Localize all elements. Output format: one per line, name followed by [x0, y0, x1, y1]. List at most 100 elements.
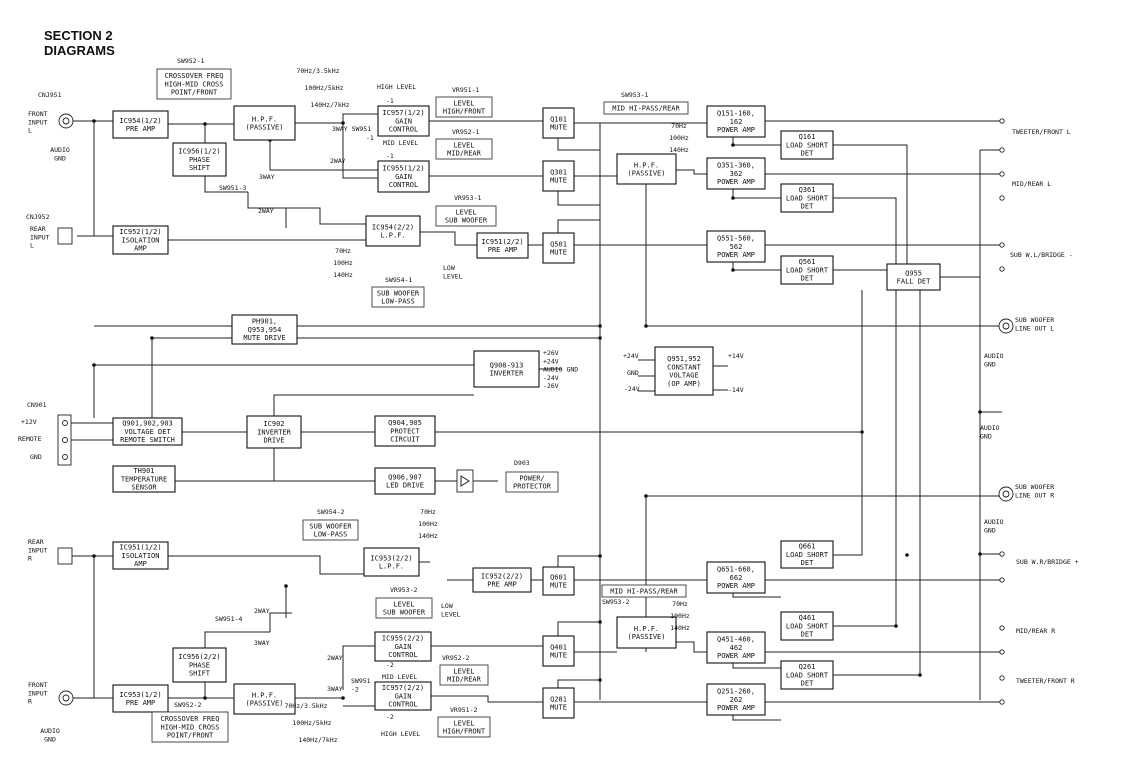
label-sw9514: SW951-4: [215, 615, 242, 623]
rca-jack-rear-icon: [57, 547, 73, 565]
svg-text:SW953-2: SW953-2: [602, 598, 629, 606]
svg-text:SW951-2: SW951-2: [351, 677, 371, 693]
wire: [732, 715, 781, 721]
label-vr9531: VR953-1: [454, 194, 481, 202]
svg-text:SW952-1: SW952-1: [177, 57, 204, 65]
output-terminal: [999, 649, 1005, 655]
svg-text:-1: -1: [366, 134, 374, 142]
output-terminal: [999, 577, 1005, 583]
svg-text:IC953(2/2)L.P.F.: IC953(2/2)L.P.F.: [370, 554, 412, 570]
label-way2c: 2WAY: [254, 607, 270, 615]
output-terminal: [999, 171, 1005, 177]
svg-text:SW952-2: SW952-2: [174, 701, 201, 709]
svg-text:CNJ951: CNJ951: [38, 91, 62, 99]
label-sw9531: SW953-1: [621, 91, 648, 99]
svg-text:MID HI-PASS/REAR: MID HI-PASS/REAR: [610, 587, 678, 595]
svg-text:TWEETER/FRONT R: TWEETER/FRONT R: [1016, 677, 1075, 685]
wire: [833, 290, 921, 676]
label-m2b: -2: [386, 713, 394, 721]
wire: [833, 290, 863, 556]
svg-text:GND: GND: [30, 453, 42, 461]
diagrams-label: DIAGRAMS: [44, 43, 115, 58]
wire: [557, 679, 600, 688]
svg-text:VR953-2: VR953-2: [390, 586, 417, 594]
svg-text:CN901: CN901: [27, 401, 47, 409]
svg-text:MID HI-PASS/REAR: MID HI-PASS/REAR: [612, 104, 680, 112]
svg-text:H.P.F.(PASSIVE): H.P.F.(PASSIVE): [246, 115, 284, 131]
svg-text:-24V: -24V: [624, 385, 640, 393]
label-way2d: 2WAY: [327, 654, 343, 662]
label-m2a: -2: [386, 661, 394, 669]
wire: [676, 169, 707, 175]
label-cv_in3: -24V: [624, 385, 640, 393]
label-box-sw9531box: MID HI-PASS/REAR: [603, 101, 689, 115]
wire: [833, 144, 908, 264]
junction-dot: [644, 494, 648, 498]
label-highlevel2: HIGH LEVEL: [381, 730, 420, 738]
label-remote: REMOTE: [18, 435, 42, 443]
label-gnd: GND: [30, 453, 42, 461]
label-way3b: 3WAY: [259, 173, 275, 181]
wire: [269, 612, 292, 632]
output-terminal: [999, 195, 1005, 201]
label-box-sw9532box: MID HI-PASS/REAR: [601, 584, 687, 598]
junction-dot: [598, 620, 602, 624]
junction-dot: [978, 410, 982, 414]
wire: [342, 123, 378, 179]
label-d903: D903: [514, 459, 530, 467]
svg-text:+14V: +14V: [728, 352, 744, 360]
svg-text:SW954-2: SW954-2: [317, 508, 344, 516]
wire: [204, 631, 270, 648]
wires: [70, 113, 1002, 721]
label-sw9512: SW951-2: [351, 677, 371, 693]
svg-text:H.P.F.(PASSIVE): H.P.F.(PASSIVE): [628, 161, 666, 177]
wire: [557, 219, 600, 233]
junction-dot: [92, 554, 96, 558]
svg-text:D903: D903: [514, 459, 530, 467]
wire: [204, 176, 248, 193]
label-vr9512: VR951-2: [450, 706, 477, 714]
label-sw9542: SW954-2: [317, 508, 344, 516]
wire: [431, 695, 543, 703]
diode-icon: [460, 475, 470, 487]
wire: [420, 231, 477, 246]
junction-dot: [894, 624, 898, 628]
wire: [732, 137, 781, 146]
svg-text:IC951(2/2)PRE AMP: IC951(2/2)PRE AMP: [481, 238, 523, 254]
block-ic951b: IC951(2/2)PRE AMP: [476, 232, 529, 259]
output-terminal: [999, 625, 1005, 631]
svg-text:HIGH LEVEL: HIGH LEVEL: [381, 730, 420, 738]
label-cv_in1: +24V: [623, 352, 639, 360]
